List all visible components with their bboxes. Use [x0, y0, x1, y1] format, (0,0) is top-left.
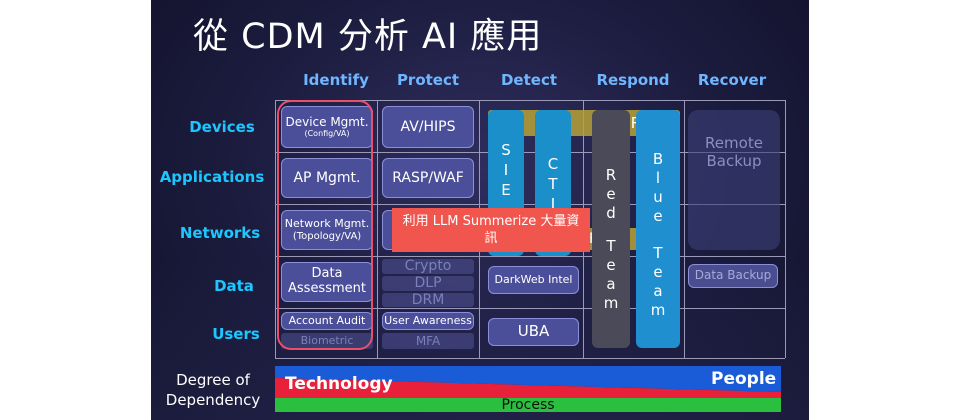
row-header-data: Data: [214, 277, 254, 295]
grid-line: [275, 100, 785, 101]
uba-label: UBA: [517, 322, 550, 341]
dlp-box: DLP: [382, 276, 474, 291]
dependency-label: Degree of Dependency: [151, 370, 275, 410]
siem-letter: E: [501, 181, 511, 199]
darkweb-intel-box: DarkWeb Intel: [488, 266, 579, 294]
data-assessment-box: Data Assessment: [281, 262, 373, 302]
dependency-label-line-2: Dependency: [165, 391, 261, 409]
red-team-letter: d: [606, 204, 616, 222]
ap-mgmt-label: AP Mgmt.: [293, 169, 361, 186]
drm-box: DRM: [382, 293, 474, 307]
blue-team-letter: T: [653, 244, 663, 262]
red-team-letter: e: [606, 256, 616, 274]
red-team-letter: e: [606, 185, 616, 203]
blue-team-letter: e: [653, 207, 663, 225]
row-header-networks: Networks: [179, 224, 261, 242]
rasp-waf-label: RASP/WAF: [392, 169, 464, 186]
red-team-letter: m: [603, 294, 619, 312]
grid-line: [275, 256, 785, 257]
cti-letter: C: [547, 155, 559, 173]
data-backup-label: Data Backup: [694, 268, 772, 283]
data-assessment-label-1: Data: [311, 266, 343, 282]
cti-letter: T: [548, 175, 558, 193]
grid-line: [684, 100, 685, 358]
data-assessment-label-2: Assessment: [288, 281, 366, 296]
account-audit-label: Account Audit: [288, 313, 366, 327]
red-team-letter: T: [606, 237, 616, 255]
darkweb-intel-label: DarkWeb Intel: [494, 272, 573, 286]
grid-line: [377, 100, 378, 358]
user-awareness-label: User Awareness: [384, 313, 472, 327]
dependency-bars: [275, 366, 781, 412]
cti-letter: I: [550, 195, 556, 213]
row-header-applications: Applications: [159, 168, 265, 186]
blue-team-bar: B l u e T e a m: [636, 110, 680, 348]
ap-mgmt-box: AP Mgmt.: [281, 158, 373, 198]
people-label: People: [711, 369, 777, 389]
column-header-detect: Detect: [500, 71, 558, 89]
grid-line: [275, 358, 785, 359]
remote-backup-label-2: Backup: [706, 152, 762, 170]
grid-line: [275, 308, 785, 309]
av-hips-label: AV/HIPS: [400, 118, 456, 135]
red-team-letter: a: [606, 275, 616, 293]
biometric-box: Biometric: [281, 333, 373, 349]
av-hips-box: AV/HIPS: [382, 106, 474, 148]
device-mgmt-label: Device Mgmt.: [285, 114, 369, 129]
slide: 從 CDM 分析 AI 應用 Identify Protect Detect R…: [151, 0, 809, 420]
siem-letter: I: [503, 161, 509, 179]
column-header-respond: Respond: [596, 71, 670, 89]
row-header-users: Users: [212, 325, 260, 343]
uba-box: UBA: [488, 318, 579, 346]
row-header-devices: Devices: [189, 118, 255, 136]
llm-summarize-callout: 利用 LLM Summerize 大量資訊: [392, 208, 590, 252]
device-mgmt-box: Device Mgmt. (Config/VA): [281, 106, 373, 148]
blue-team-letter: l: [655, 169, 661, 187]
grid-line: [785, 100, 786, 358]
red-team-letter: R: [605, 166, 617, 184]
account-audit-box: Account Audit: [281, 312, 373, 330]
column-header-identify: Identify: [303, 71, 369, 89]
siem-letter: S: [501, 141, 511, 159]
blue-team-letter: e: [653, 263, 663, 281]
blue-team-letter: m: [650, 301, 666, 319]
network-mgmt-sublabel: (Topology/VA): [292, 230, 362, 242]
slide-title: 從 CDM 分析 AI 應用: [193, 17, 543, 57]
mfa-box: MFA: [382, 333, 474, 349]
process-label: Process: [501, 397, 555, 413]
remote-backup-box: Remote Backup: [688, 110, 780, 250]
remote-backup-label-1: Remote: [705, 134, 763, 152]
network-mgmt-label: Network Mgmt.: [284, 216, 370, 230]
user-awareness-box: User Awareness: [382, 312, 474, 330]
grid-line: [275, 204, 785, 205]
grid-line: [275, 152, 785, 153]
people-band: [275, 366, 781, 392]
blue-team-letter: B: [652, 150, 664, 168]
dependency-label-line-1: Degree of: [176, 371, 250, 389]
column-header-recover: Recover: [697, 71, 767, 89]
column-header-protect: Protect: [396, 71, 460, 89]
process-band: [275, 398, 781, 412]
technology-band: [275, 378, 781, 398]
red-team-bar: R e d T e a m: [592, 110, 630, 348]
rasp-waf-box: RASP/WAF: [382, 158, 474, 198]
data-backup-box: Data Backup: [688, 264, 778, 288]
device-mgmt-sublabel: (Config/VA): [304, 129, 350, 139]
identify-highlight-outline: [277, 100, 373, 350]
crypto-box: Crypto: [382, 259, 474, 274]
technology-label: Technology: [285, 374, 393, 394]
grid-line: [275, 100, 276, 358]
blue-team-letter: a: [653, 282, 663, 300]
blue-team-letter: u: [653, 188, 663, 206]
